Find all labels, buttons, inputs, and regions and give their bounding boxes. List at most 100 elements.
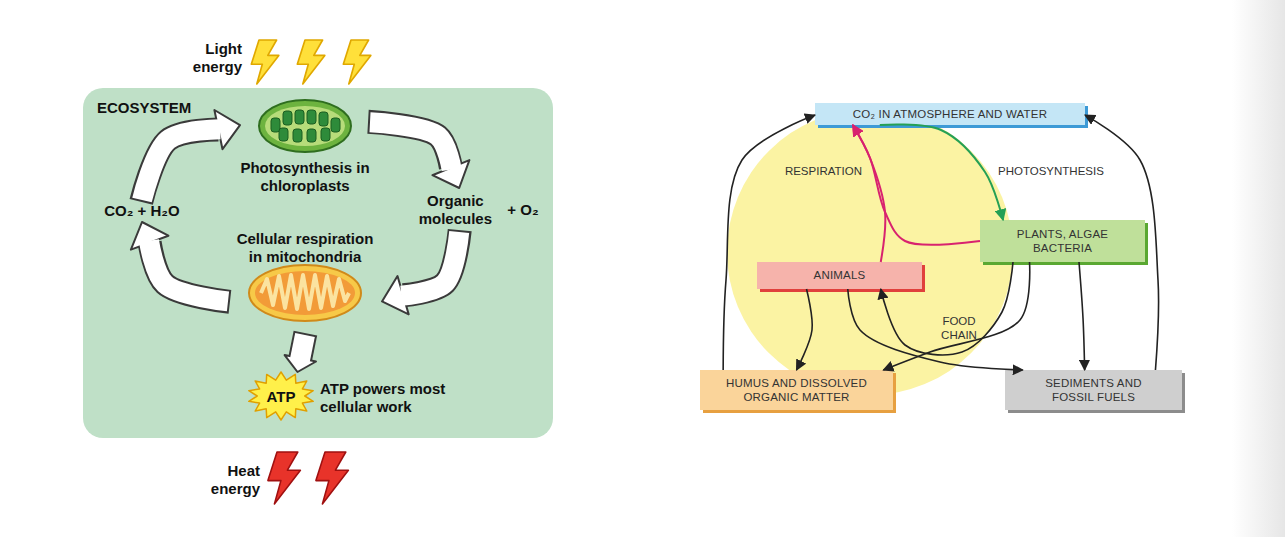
arrow-head xyxy=(131,222,169,250)
light-bolt xyxy=(343,40,371,84)
granum xyxy=(293,129,302,142)
node-text: Organic molecules xyxy=(409,192,501,228)
process-label: Photosynthesis in chloroplasts xyxy=(240,98,370,195)
flow-arrow xyxy=(131,222,230,302)
arrow-body xyxy=(142,129,220,200)
heat-bolt xyxy=(268,452,301,504)
ecosystem-panel: ECOSYSTEM Photosynthesis in chloroplastsO… xyxy=(83,88,553,438)
arrow-outline xyxy=(403,230,460,295)
flow-arrow xyxy=(368,122,469,188)
light-bolt xyxy=(297,40,325,84)
organism-box: PLANTS, ALGAE BACTERIA xyxy=(980,220,1145,262)
cycle-arrow xyxy=(880,124,1003,220)
cycle-arrow xyxy=(1079,262,1085,370)
heat-bolt xyxy=(316,452,349,504)
node-text: ECOSYSTEM xyxy=(97,99,553,116)
connector-line xyxy=(883,262,1029,370)
reservoir-box: CO₂ IN ATMOSPHERE AND WATER xyxy=(815,103,1085,125)
cycle-circle xyxy=(727,109,1013,395)
connector-line xyxy=(723,115,815,370)
annotation-label: Light energy xyxy=(170,40,242,76)
granum xyxy=(295,110,304,124)
arrow-outline xyxy=(150,243,230,302)
cycle-arrow xyxy=(723,115,815,370)
node-text: ATP xyxy=(267,388,296,405)
connector-line xyxy=(797,289,813,370)
arrow-outline xyxy=(368,122,451,168)
connector-line xyxy=(881,262,1013,355)
granum xyxy=(307,129,316,142)
annotation-label: ATP powers most cellular work xyxy=(320,380,480,416)
chloroplast-stroma xyxy=(265,106,345,146)
granum xyxy=(279,128,288,141)
node-text: CO₂ IN ATMOSPHERE AND WATER xyxy=(853,107,1047,121)
edge-label: RESPIRATION xyxy=(772,164,862,178)
granum xyxy=(271,118,280,132)
chloroplast-membrane xyxy=(259,100,351,152)
light-bolts xyxy=(251,40,370,84)
reservoir-box: HUMUS AND DISSOLVED ORGANIC MATTER xyxy=(700,370,893,410)
cycle-arrow xyxy=(797,289,813,370)
mitochondrion-illustration xyxy=(249,265,361,321)
light-bolt xyxy=(251,40,278,84)
atp-starburst: ATP xyxy=(248,372,314,420)
arrow-head xyxy=(382,276,409,314)
mitochondrion-matrix xyxy=(255,271,355,315)
node-text: Photosynthesis in chloroplasts xyxy=(240,159,370,195)
node-text: ANIMALS xyxy=(814,268,866,282)
granum xyxy=(321,128,330,141)
reservoir-box: SEDIMENTS AND FOSSIL FUELS xyxy=(1005,370,1182,410)
product-label: Organic molecules+ O₂ xyxy=(400,188,548,232)
heat-bolts xyxy=(268,452,349,504)
annotation-label: Heat energy xyxy=(192,462,260,498)
node-text: HUMUS AND DISSOLVED ORGANIC MATTER xyxy=(717,376,877,405)
node-text: Cellular respiration in mitochondria xyxy=(228,230,382,266)
mitochondrion-membrane xyxy=(249,265,361,321)
connector-line xyxy=(880,124,1003,220)
arrow-body xyxy=(300,335,305,360)
cristae xyxy=(261,275,349,309)
starburst-shape xyxy=(249,372,313,420)
cycle-arrow xyxy=(853,125,885,262)
edge-label: PHOTOSYNTHESIS xyxy=(998,164,1108,178)
arrow-head xyxy=(285,355,316,372)
granum xyxy=(307,110,316,124)
arrow-head xyxy=(214,110,240,149)
arrow-outline xyxy=(300,333,305,358)
connector-line xyxy=(1079,262,1085,370)
organism-box: ANIMALS xyxy=(757,262,922,289)
arrow-body xyxy=(401,232,459,296)
cycle-arrow xyxy=(1085,115,1158,370)
cycle-arrow xyxy=(853,125,980,245)
node-text: SEDIMENTS AND FOSSIL FUELS xyxy=(1034,376,1154,405)
cycle-arrow xyxy=(881,262,1013,355)
process-label: Cellular respiration in mitochondria xyxy=(228,230,382,335)
granum xyxy=(283,111,292,125)
node-text: PLANTS, ALGAE BACTERIA xyxy=(1008,227,1118,256)
flow-arrow xyxy=(141,110,240,202)
flow-arrow xyxy=(382,230,460,314)
cycle-arrow xyxy=(848,289,1023,370)
arrow-body xyxy=(370,122,452,169)
connector-line xyxy=(848,289,1023,370)
edge-label: FOOD CHAIN xyxy=(928,314,990,343)
connector-line xyxy=(853,125,885,262)
granum xyxy=(331,118,340,132)
arrow-body xyxy=(149,241,228,302)
granum xyxy=(319,112,328,126)
reactant-label: CO₂ + H₂O xyxy=(86,200,198,222)
chloroplast-illustration xyxy=(259,100,351,152)
connector-line xyxy=(1085,115,1158,370)
node-text: CO₂ + H₂O xyxy=(104,202,179,220)
arrow-outline xyxy=(141,130,218,202)
arrow-head xyxy=(432,160,469,188)
connector-line xyxy=(853,125,980,245)
page-shade xyxy=(1232,0,1285,537)
cycle-arrow xyxy=(883,262,1029,370)
flow-arrow xyxy=(285,333,316,372)
